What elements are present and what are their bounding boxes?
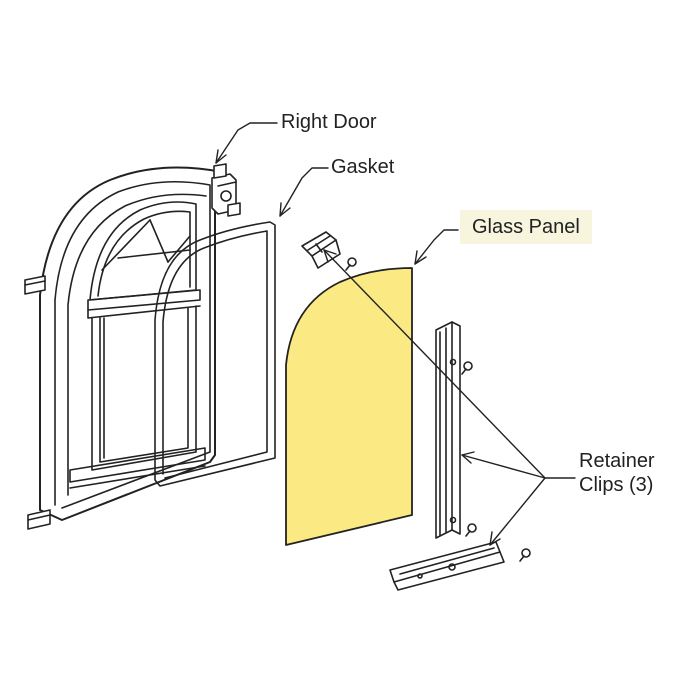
glass-panel [285,267,413,546]
screw-icon [465,523,477,537]
screw-icon [461,361,473,375]
leader-right-door [215,122,278,164]
retainer-clip-bottom [389,541,505,591]
retainer-label-line1: Retainer [579,450,655,472]
leader-glass-panel [414,229,459,265]
screw-icon [519,548,531,562]
retainer-clip-vertical [435,321,461,539]
screw-icon [345,257,357,271]
right-door-label: Right Door [281,111,377,133]
leader-retainer-clips [323,249,576,546]
retainer-clip-top [301,231,341,269]
leader-gasket [279,167,329,217]
gasket-label: Gasket [331,156,395,178]
retainer-clips-label: Retainer Clips (3) [579,449,655,497]
glass-panel-label: Glass Panel [460,210,592,244]
gasket [154,221,276,487]
right-door-frame [24,163,241,530]
retainer-label-line2: Clips (3) [579,474,654,496]
